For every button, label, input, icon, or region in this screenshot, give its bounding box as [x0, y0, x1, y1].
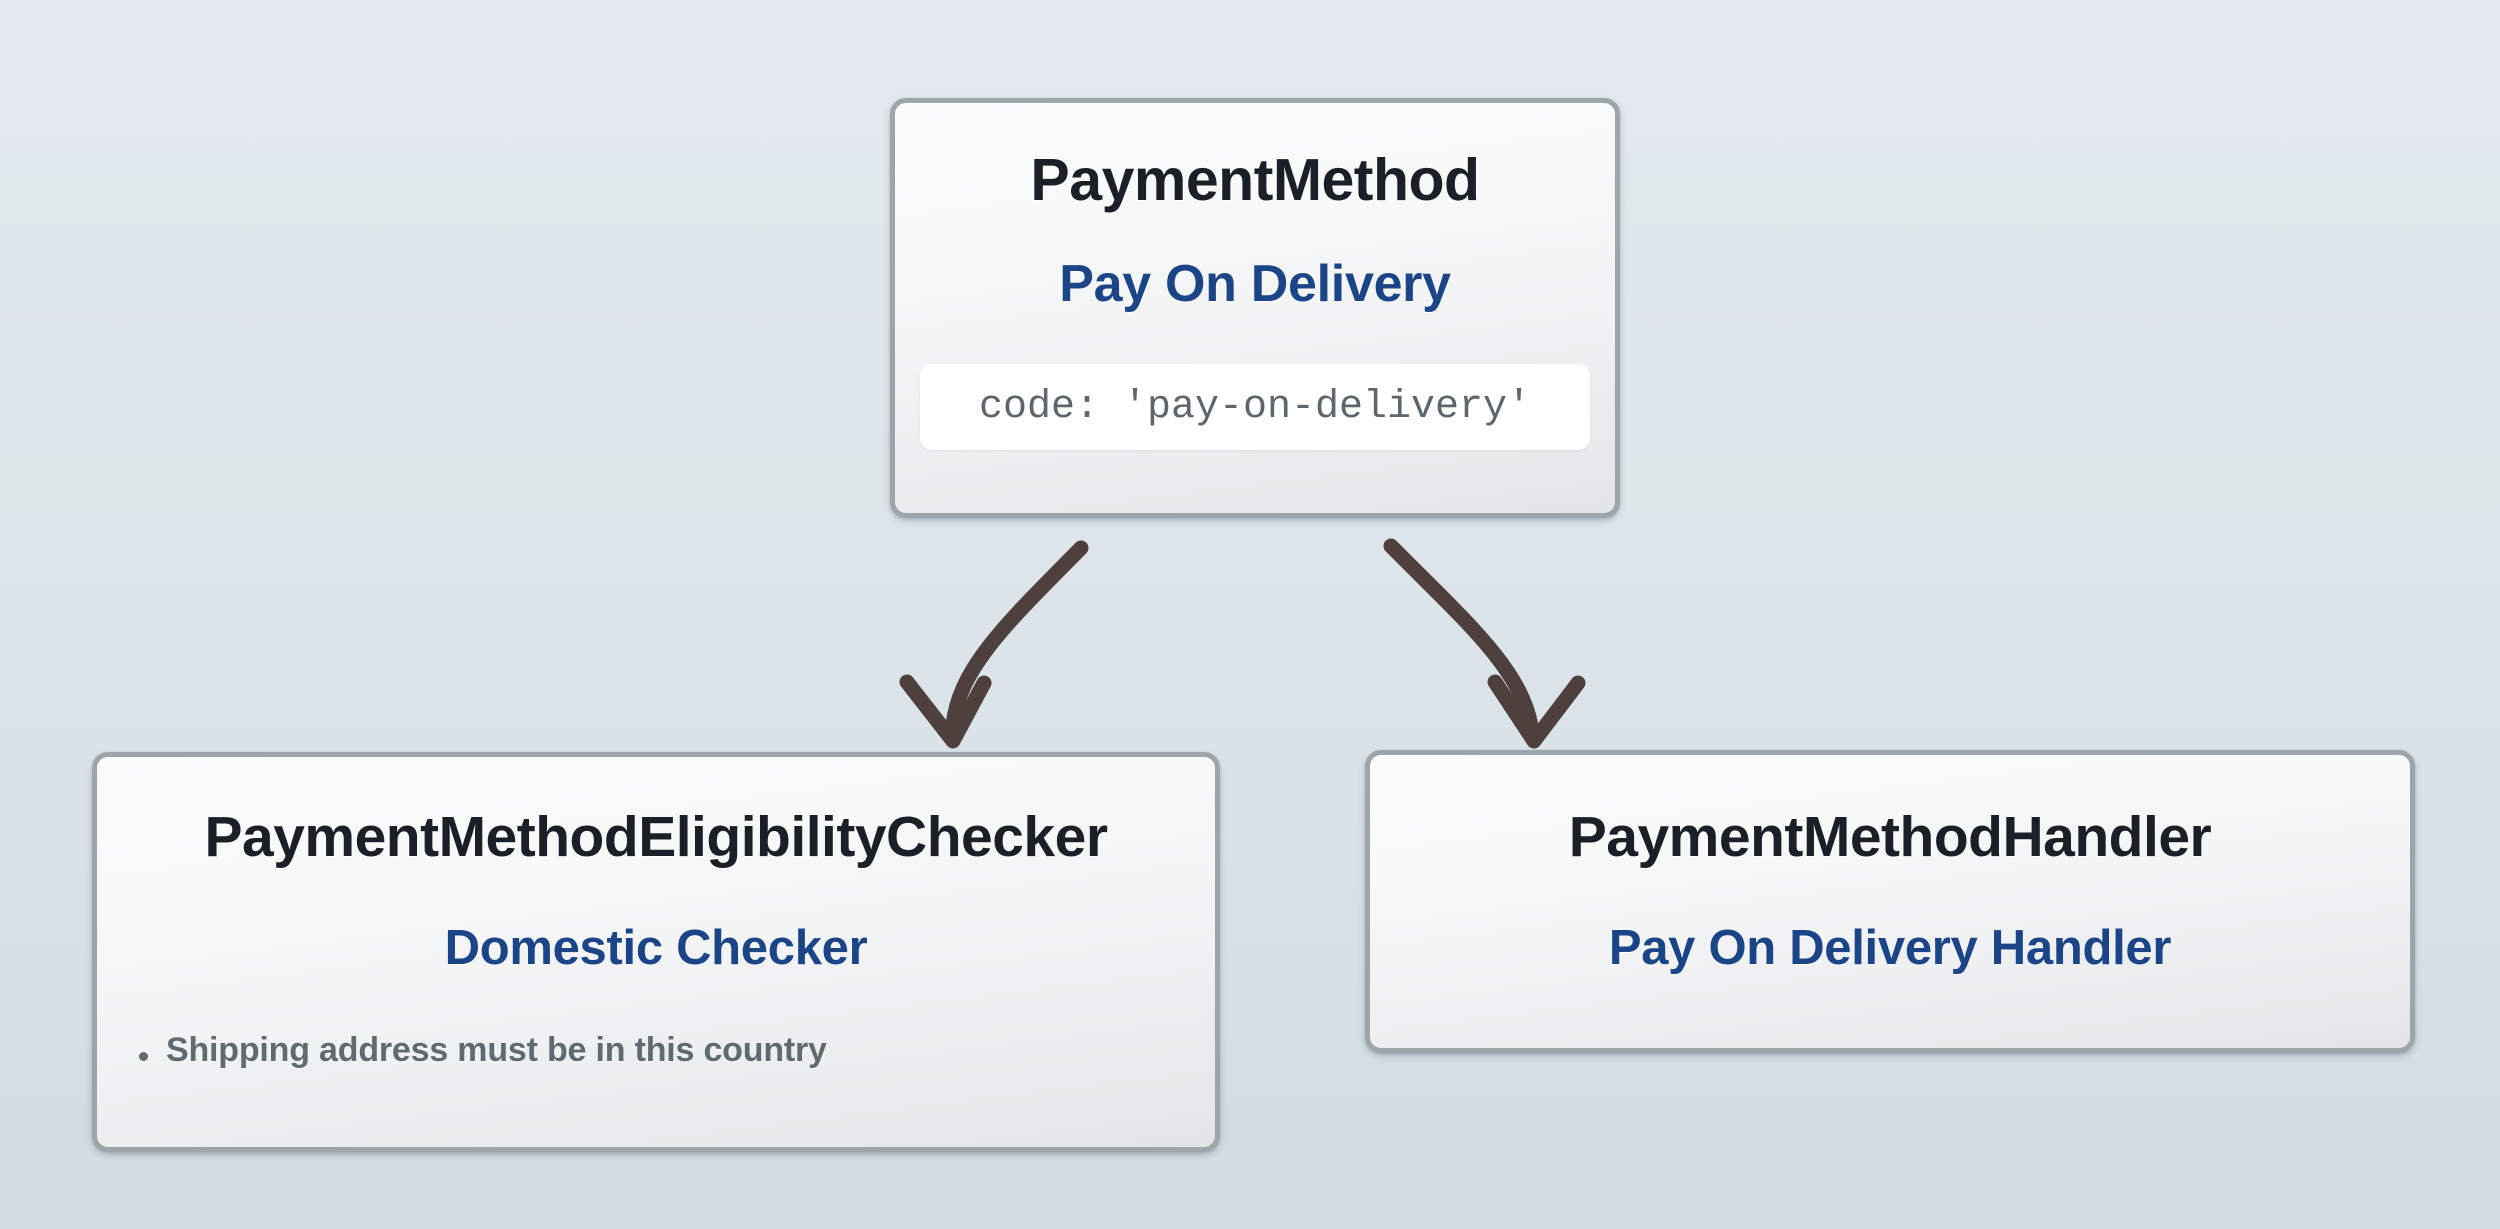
- node-name: Pay On Delivery: [1059, 255, 1451, 313]
- node-payment-method[interactable]: PaymentMethod Pay On Delivery code: 'pay…: [890, 98, 1620, 518]
- edge-to-eligibility-checker: [899, 540, 1089, 749]
- node-eligibility-checker[interactable]: PaymentMethodEligibilityChecker Domestic…: [92, 752, 1220, 1152]
- rule-text: Shipping address must be in this country: [166, 1031, 827, 1069]
- node-type-label: PaymentMethodHandler: [1568, 805, 2212, 869]
- bullet-icon: [139, 1052, 148, 1062]
- list-item: Shipping address must be in this country: [139, 1031, 1173, 1070]
- eligibility-rule-list: Shipping address must be in this country: [139, 1031, 1173, 1070]
- code-chip: code: 'pay-on-delivery': [920, 364, 1590, 450]
- node-name: Domestic Checker: [444, 921, 868, 975]
- node-type-label: PaymentMethodEligibilityChecker: [204, 805, 1108, 869]
- node-name: Pay On Delivery Handler: [1608, 921, 2172, 975]
- arrowhead-left: [899, 674, 992, 749]
- edge-to-handler: [1383, 538, 1586, 749]
- arrowhead-right: [1487, 674, 1586, 749]
- node-type-label: PaymentMethod: [1030, 147, 1480, 213]
- node-payment-method-handler[interactable]: PaymentMethodHandler Pay On Delivery Han…: [1365, 750, 2415, 1053]
